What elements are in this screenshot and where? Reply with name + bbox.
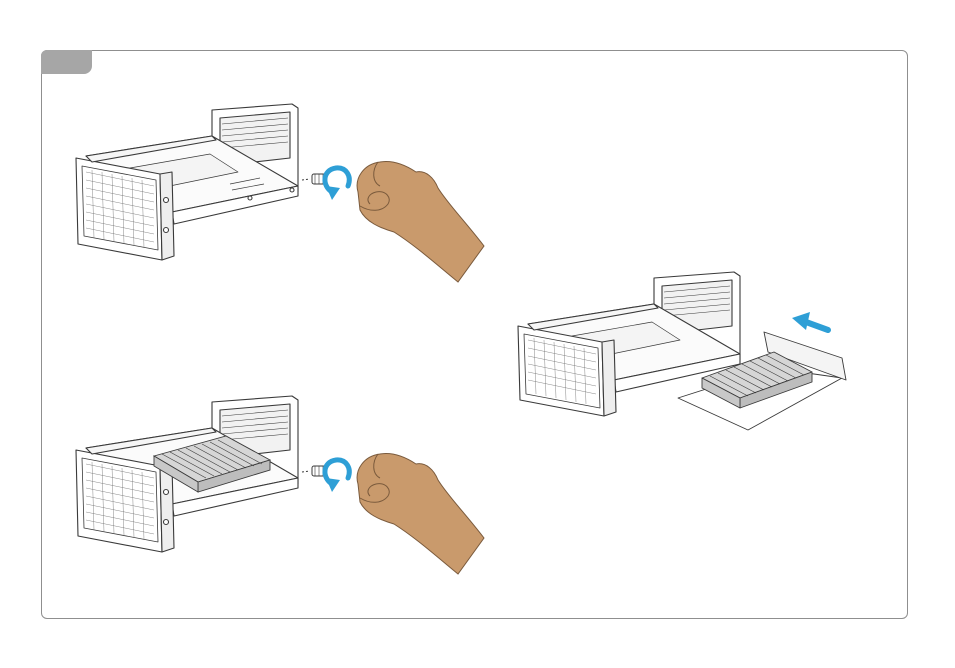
panel-insert-graphics-card	[512, 268, 862, 438]
screw-icon	[302, 174, 326, 184]
insert-arrow-icon	[792, 312, 828, 330]
counterclockwise-arrow-icon	[325, 460, 349, 492]
case-icon	[76, 104, 298, 260]
screw-icon	[302, 466, 326, 476]
panel-remove-screw-card-installed	[70, 392, 490, 582]
hand-icon	[357, 161, 484, 282]
step-badge	[41, 50, 92, 74]
hand-icon	[357, 453, 484, 574]
counterclockwise-arrow-icon	[325, 168, 349, 200]
panel-remove-screw-empty-case	[70, 100, 490, 290]
